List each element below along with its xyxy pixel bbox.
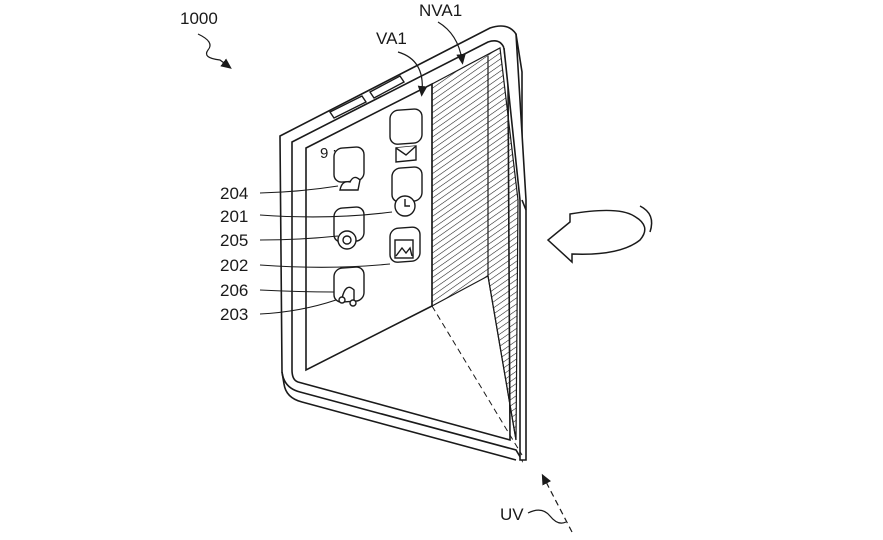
va1-leader — [397, 51, 428, 97]
uv-leader — [527, 509, 567, 524]
side-buttons — [328, 75, 406, 119]
label-202: 202 — [220, 256, 248, 275]
device-ref-label: 1000 — [180, 9, 218, 28]
rotation-arrow — [546, 205, 653, 264]
uv-label: UV — [500, 505, 524, 524]
label-201: 201 — [220, 207, 248, 226]
picture-icon — [389, 226, 421, 263]
label-203: 203 — [220, 305, 248, 324]
app-icons — [333, 108, 423, 307]
device-ref-leader — [197, 33, 232, 69]
nva1-label: NVA1 — [419, 1, 462, 20]
nva1-leader — [437, 21, 466, 65]
clock-icon — [391, 166, 423, 217]
label-204: 204 — [220, 184, 248, 203]
callout-labels: 204 201 205 202 206 203 — [220, 184, 248, 324]
label-205: 205 — [220, 231, 248, 250]
cloud-icon — [333, 146, 365, 191]
uv-arrow — [541, 473, 573, 533]
mail-icon — [389, 108, 423, 163]
music-note-icon — [333, 266, 365, 307]
va1-label: VA1 — [376, 29, 407, 48]
label-206: 206 — [220, 281, 248, 300]
callout-leaders — [259, 185, 393, 315]
viewing-line — [431, 305, 523, 456]
